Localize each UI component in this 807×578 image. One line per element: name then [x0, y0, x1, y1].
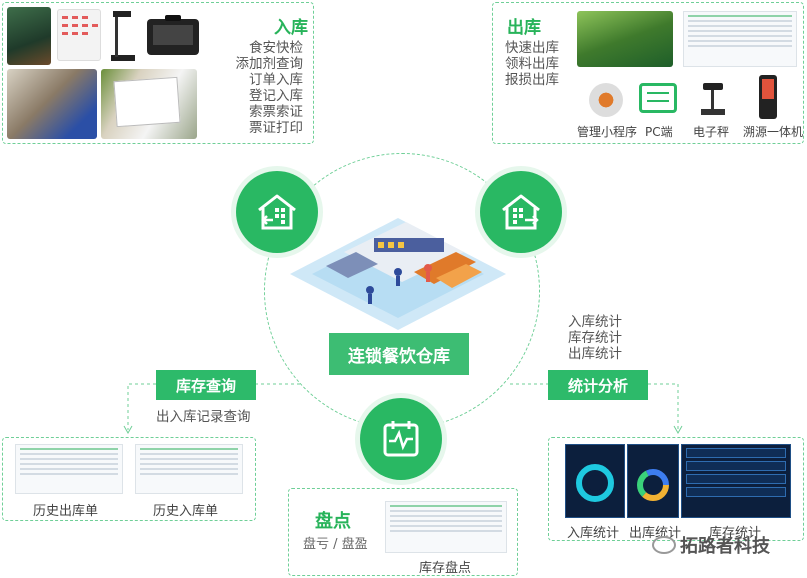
device-label: 溯源一体机	[743, 125, 804, 139]
outbound-title: 出库	[507, 18, 541, 38]
outbound-circle	[480, 171, 562, 253]
query-forms-panel: 历史出库单 历史入库单	[2, 437, 256, 521]
statistics-panel: 入库统计 出库统计 库存统计	[548, 437, 804, 541]
scale-icon	[699, 79, 727, 117]
inbound-item: 订单入库	[249, 72, 303, 88]
outbound-item: 快速出库	[505, 40, 559, 56]
center-label: 连锁餐饮仓库	[329, 333, 469, 375]
outbound-stats-dashboard	[627, 444, 679, 518]
inbound-stats-dashboard	[565, 444, 625, 518]
receipt-form-photo	[101, 69, 197, 139]
stats-item: 入库统计	[568, 314, 622, 330]
inbound-item: 票证打印	[249, 120, 303, 136]
vegetable-sorting-photo	[577, 11, 673, 67]
outbound-panel: 出库 快速出库 领料出库 报损出库 管理小程序 PC端 电子秤 溯源一体机	[492, 2, 804, 144]
inventory-screen	[385, 501, 507, 553]
traceability-terminal-icon	[759, 75, 777, 119]
inventory-stats-dashboard	[681, 444, 791, 518]
inbound-title: 入库	[274, 18, 308, 38]
query-description: 出入库记录查询	[156, 409, 251, 425]
inventory-check-panel: 盘点 盘亏 / 盘盈 库存盘点	[288, 488, 518, 576]
wechat-icon	[652, 536, 676, 554]
warehouse-illustration	[286, 212, 510, 340]
inventory-query-tag: 库存查询	[156, 370, 256, 400]
inventory-screen-label: 库存盘点	[419, 561, 472, 576]
inventory-subtitle: 盘亏 / 盘盈	[303, 537, 368, 552]
outbound-list: 快速出库 领料出库 报损出库	[505, 40, 559, 88]
watermark: 拓路者科技	[652, 532, 770, 558]
outbound-item: 报损出库	[505, 72, 559, 88]
warehouse-photo-1	[7, 7, 51, 65]
inbound-item: 登记入库	[249, 88, 303, 104]
inbound-circle	[236, 171, 318, 253]
testing-kit-case-image	[145, 13, 201, 59]
inbound-panel: 入库 食安快检 添加剂查询 订单入库 登记入库 索票索证 票证打印	[2, 2, 314, 144]
inventory-check-icon	[383, 421, 419, 457]
inventory-circle	[360, 398, 442, 480]
pc-icon	[639, 83, 677, 113]
mini-program-qrcode-icon	[589, 83, 623, 117]
stats-item: 出库统计	[568, 346, 622, 362]
inbound-history-screen	[135, 444, 243, 494]
stats-panel-label: 库存统计	[709, 526, 762, 541]
stats-list: 入库统计 库存统计 出库统计	[568, 314, 622, 362]
device-label: 电子秤	[693, 125, 730, 139]
statistics-tag: 统计分析	[548, 370, 648, 400]
inventory-title: 盘点	[315, 511, 351, 532]
device-label: PC端	[645, 125, 673, 139]
inbound-list: 食安快检 添加剂查询 订单入库 登记入库 索票索证 票证打印	[236, 40, 304, 136]
device-label: 管理小程序	[577, 125, 638, 139]
document-photo	[57, 9, 101, 61]
outbound-item: 领料出库	[505, 56, 559, 72]
outbound-history-screen	[15, 444, 123, 494]
warehouse-in-icon	[258, 194, 296, 230]
inbound-item: 食安快检	[249, 40, 303, 56]
scanner-device-image	[105, 7, 139, 65]
warehouse-out-icon	[502, 194, 540, 230]
watermark-text: 拓路者科技	[680, 536, 770, 557]
inbound-history-label: 历史入库单	[153, 504, 219, 519]
inbound-item: 索票索证	[249, 104, 303, 120]
stats-item: 库存统计	[568, 330, 622, 346]
stats-panel-label: 入库统计	[567, 526, 620, 541]
operator-photo	[7, 69, 97, 139]
outbound-history-label: 历史出库单	[33, 504, 99, 519]
pc-screen-thumbnail	[683, 11, 797, 67]
inbound-item: 添加剂查询	[235, 56, 304, 72]
